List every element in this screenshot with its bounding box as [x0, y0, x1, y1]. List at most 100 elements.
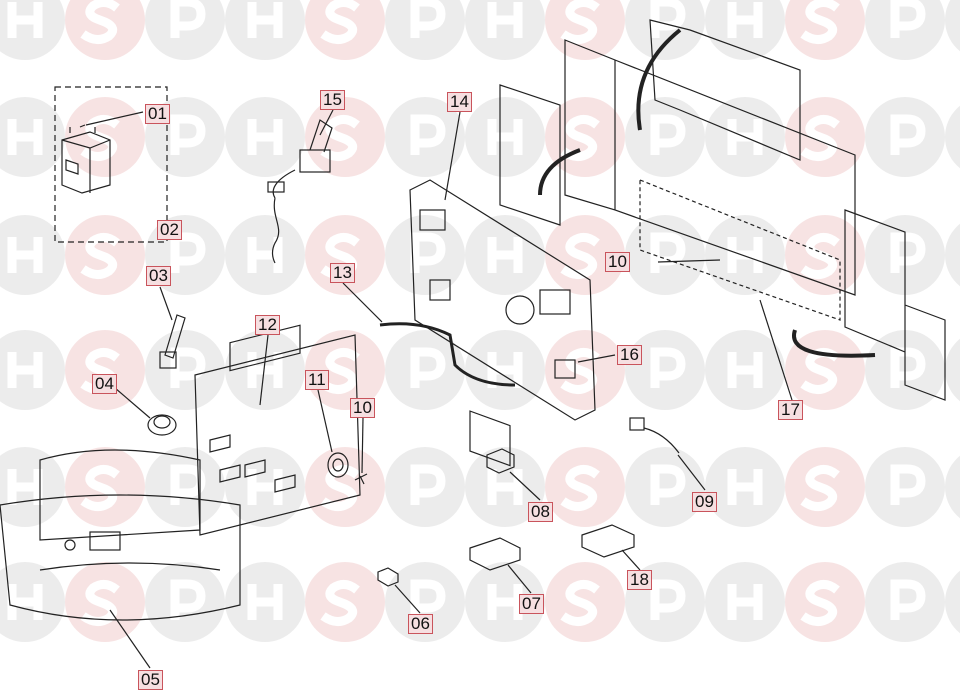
watermark-circle	[705, 330, 785, 410]
part-05-front-panel	[0, 449, 241, 621]
watermark-letter-p	[650, 232, 686, 273]
watermark-letter-h	[487, 119, 523, 155]
watermark-circle	[625, 330, 705, 410]
watermark-circle	[385, 330, 465, 410]
callout-11: 11	[305, 370, 329, 390]
watermark-circle	[385, 447, 465, 527]
leader-10b	[361, 417, 364, 474]
watermark-circle	[785, 0, 865, 60]
watermark-circle	[785, 447, 865, 527]
leader-12	[259, 334, 269, 406]
watermark-letter-p	[890, 114, 926, 155]
watermark-letter-h	[727, 469, 763, 505]
leader-11	[317, 389, 333, 453]
part-02-relay	[61, 127, 111, 194]
callout-13: 13	[330, 263, 355, 283]
callout-02: 02	[157, 220, 182, 240]
watermark-circle	[465, 0, 545, 60]
watermark-letter-h	[247, 2, 283, 38]
watermark-circle	[0, 447, 65, 527]
watermark-circle	[705, 447, 785, 527]
watermark-circle	[865, 447, 945, 527]
watermark-circle	[0, 97, 65, 177]
watermark-letter-s	[800, 465, 840, 511]
watermark-circle	[865, 97, 945, 177]
callout-17: 17	[778, 400, 803, 420]
callout-06: 06	[408, 614, 433, 634]
watermark-letter-s	[320, 580, 360, 626]
watermark-letter-p	[170, 464, 206, 505]
watermark-circle	[465, 447, 545, 527]
watermark-circle	[865, 0, 945, 60]
watermark-letter-s	[800, 233, 840, 279]
watermark-circle	[305, 0, 385, 60]
callout-05: 05	[138, 670, 163, 690]
watermark-letter-s	[560, 348, 600, 394]
watermark-letter-s	[560, 580, 600, 626]
watermark-letter-p	[410, 347, 446, 388]
watermark-circle	[65, 447, 145, 527]
watermark-letter-p	[170, 232, 206, 273]
watermark-circle	[0, 0, 65, 60]
callout-12: 12	[255, 315, 280, 335]
watermark-letter-p	[650, 114, 686, 155]
watermark-letter-p	[410, 114, 446, 155]
watermark-letter-s	[320, 465, 360, 511]
watermark-circle	[145, 330, 225, 410]
watermark-circle	[305, 97, 385, 177]
leader-06	[394, 584, 421, 614]
watermark-circle	[305, 447, 385, 527]
watermark-circle	[0, 562, 65, 642]
leader-09	[677, 454, 706, 491]
watermark-circle	[305, 562, 385, 642]
watermark-circle	[705, 215, 785, 295]
leader-15	[319, 109, 334, 136]
watermark-letter-h	[247, 237, 283, 273]
watermark-circle	[385, 97, 465, 177]
leader-08	[509, 471, 541, 501]
watermark-circle	[145, 562, 225, 642]
watermark-letter-p	[410, 0, 446, 38]
watermark-circle	[305, 330, 385, 410]
part-07-terminal	[469, 537, 521, 571]
watermark-circle	[225, 562, 305, 642]
watermark-circle	[625, 97, 705, 177]
watermark-letter-p	[170, 347, 206, 388]
callout-08: 08	[528, 502, 553, 522]
watermark-circle	[145, 0, 225, 60]
watermark-circle	[225, 97, 305, 177]
watermark-circle	[0, 215, 65, 295]
leader-05	[109, 609, 151, 669]
watermark-letter-s	[320, 348, 360, 394]
callout-14: 14	[447, 92, 472, 112]
watermark-circle	[945, 105, 960, 169]
watermark-letter-h	[487, 2, 523, 38]
watermark-letter-h	[727, 2, 763, 38]
watermark-letter-s	[800, 115, 840, 161]
watermark-letter-p	[890, 464, 926, 505]
part-09-harness	[629, 417, 680, 454]
callout-10-screw: 10	[350, 398, 375, 418]
watermark-circle	[465, 562, 545, 642]
part-13-tube	[379, 322, 516, 387]
watermark-letter-p	[890, 232, 926, 273]
watermark-letter-h	[247, 119, 283, 155]
watermark-letter-s	[800, 580, 840, 626]
watermark-circle	[625, 447, 705, 527]
watermark-circle	[65, 562, 145, 642]
watermark-circle	[945, 570, 960, 634]
watermark-letter-p	[650, 579, 686, 620]
watermark-letter-h	[7, 584, 43, 620]
watermark-circle	[145, 447, 225, 527]
watermark-letter-s	[560, 465, 600, 511]
leader-13	[342, 282, 383, 323]
watermark-letter-h	[487, 584, 523, 620]
watermark-circle	[225, 215, 305, 295]
watermark-letter-h	[7, 469, 43, 505]
part-06-knob	[377, 567, 399, 587]
callout-01: 01	[145, 104, 170, 124]
watermark-circle	[785, 97, 865, 177]
watermark-circle	[385, 215, 465, 295]
watermark-letter-p	[890, 0, 926, 38]
